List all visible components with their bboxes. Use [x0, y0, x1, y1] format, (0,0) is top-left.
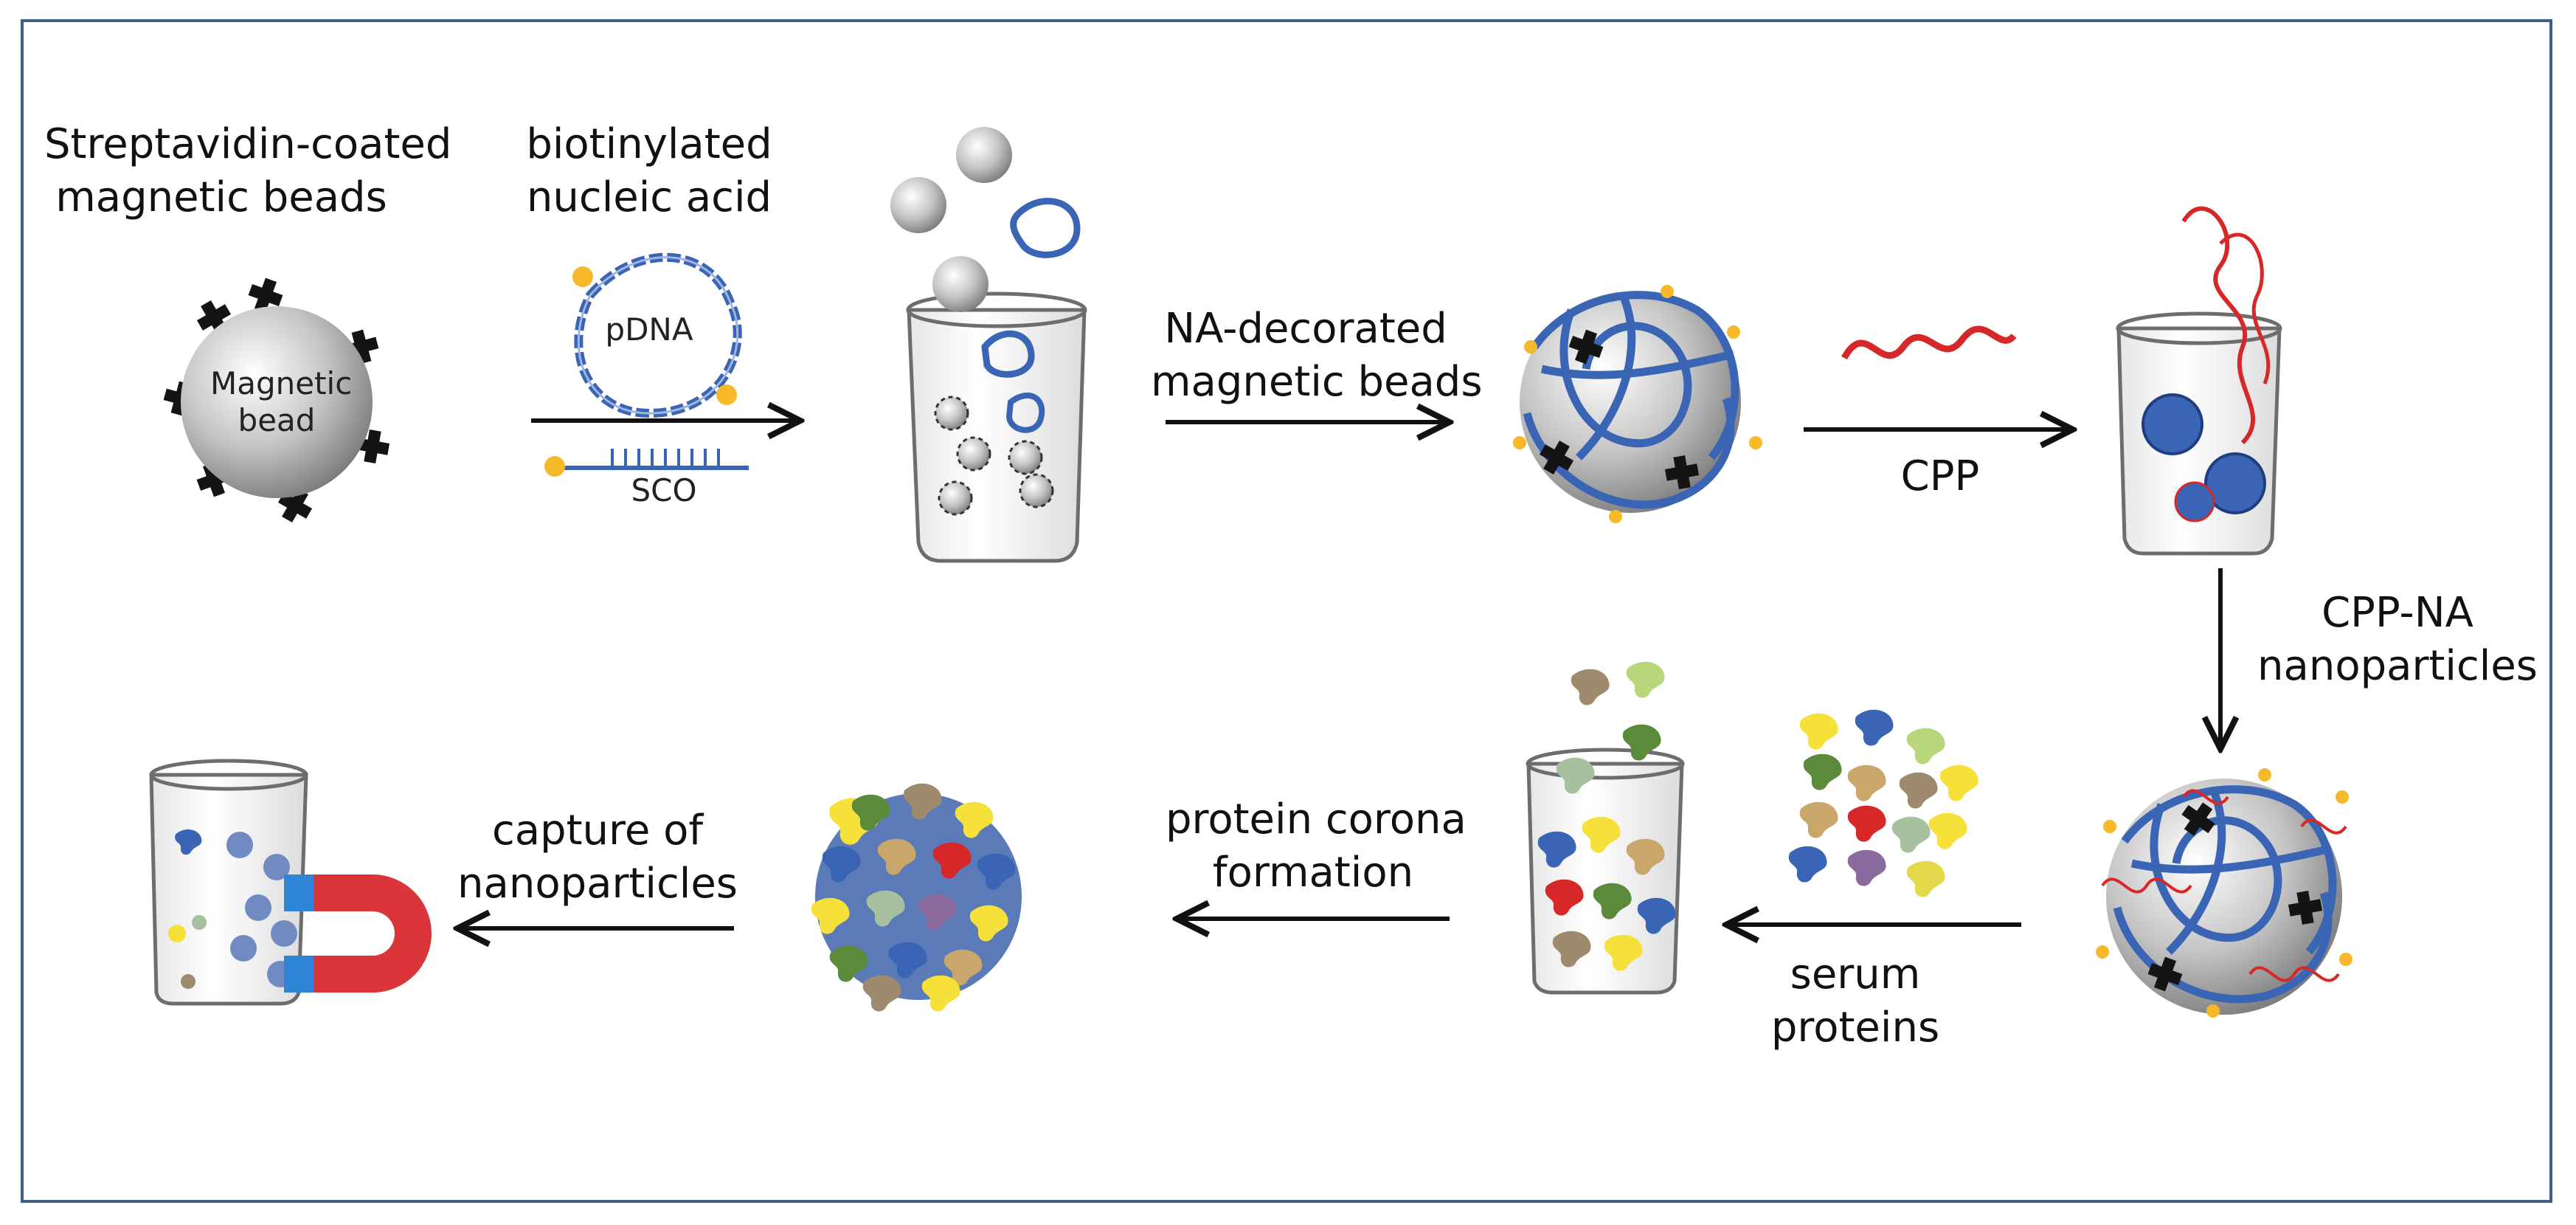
- biotin-icon: [544, 456, 565, 477]
- beaker-mixing: [890, 127, 1087, 563]
- label-streptavidin-beads: Streptavidin-coated magnetic beads: [44, 120, 452, 221]
- na-decorated-bead: [1513, 285, 1762, 523]
- label-pdna: pDNA: [605, 311, 693, 348]
- label-magnetic-bead: Magnetic bead: [210, 365, 353, 438]
- label-cpp: CPP: [1900, 452, 1980, 500]
- magnetic-bead-sphere: [181, 306, 373, 498]
- sco-oligo: [544, 449, 749, 477]
- beaker-cpp: [2116, 206, 2282, 556]
- label-cpp-na: CPP-NA nanoparticles: [2257, 589, 2538, 690]
- label-na-decorated: NA-decorated magnetic beads: [1151, 305, 1483, 406]
- biotin-icon: [572, 266, 593, 287]
- protein-corona-particle: [811, 783, 1022, 1012]
- beaker-capture: [149, 759, 308, 1006]
- label-serum-proteins: serum proteins: [1770, 950, 1940, 1052]
- label-protein-corona: protein corona formation: [1166, 796, 1467, 897]
- cpp-peptide: [1841, 325, 2017, 360]
- cpp-na-nanoparticle: [2096, 768, 2352, 1018]
- pdna-plasmid: [572, 252, 742, 418]
- figure-frame: [21, 19, 2552, 1203]
- magnet-icon: [284, 874, 432, 993]
- label-biotinylated-na: biotinylated nucleic acid: [526, 120, 772, 221]
- label-capture: capture of nanoparticles: [457, 807, 738, 908]
- streptavidin-bead: [161, 274, 392, 528]
- label-sco: SCO: [631, 472, 697, 508]
- biotin-icon: [716, 384, 737, 405]
- serum-proteins: [1788, 709, 1978, 897]
- beaker-serum: [1526, 661, 1685, 995]
